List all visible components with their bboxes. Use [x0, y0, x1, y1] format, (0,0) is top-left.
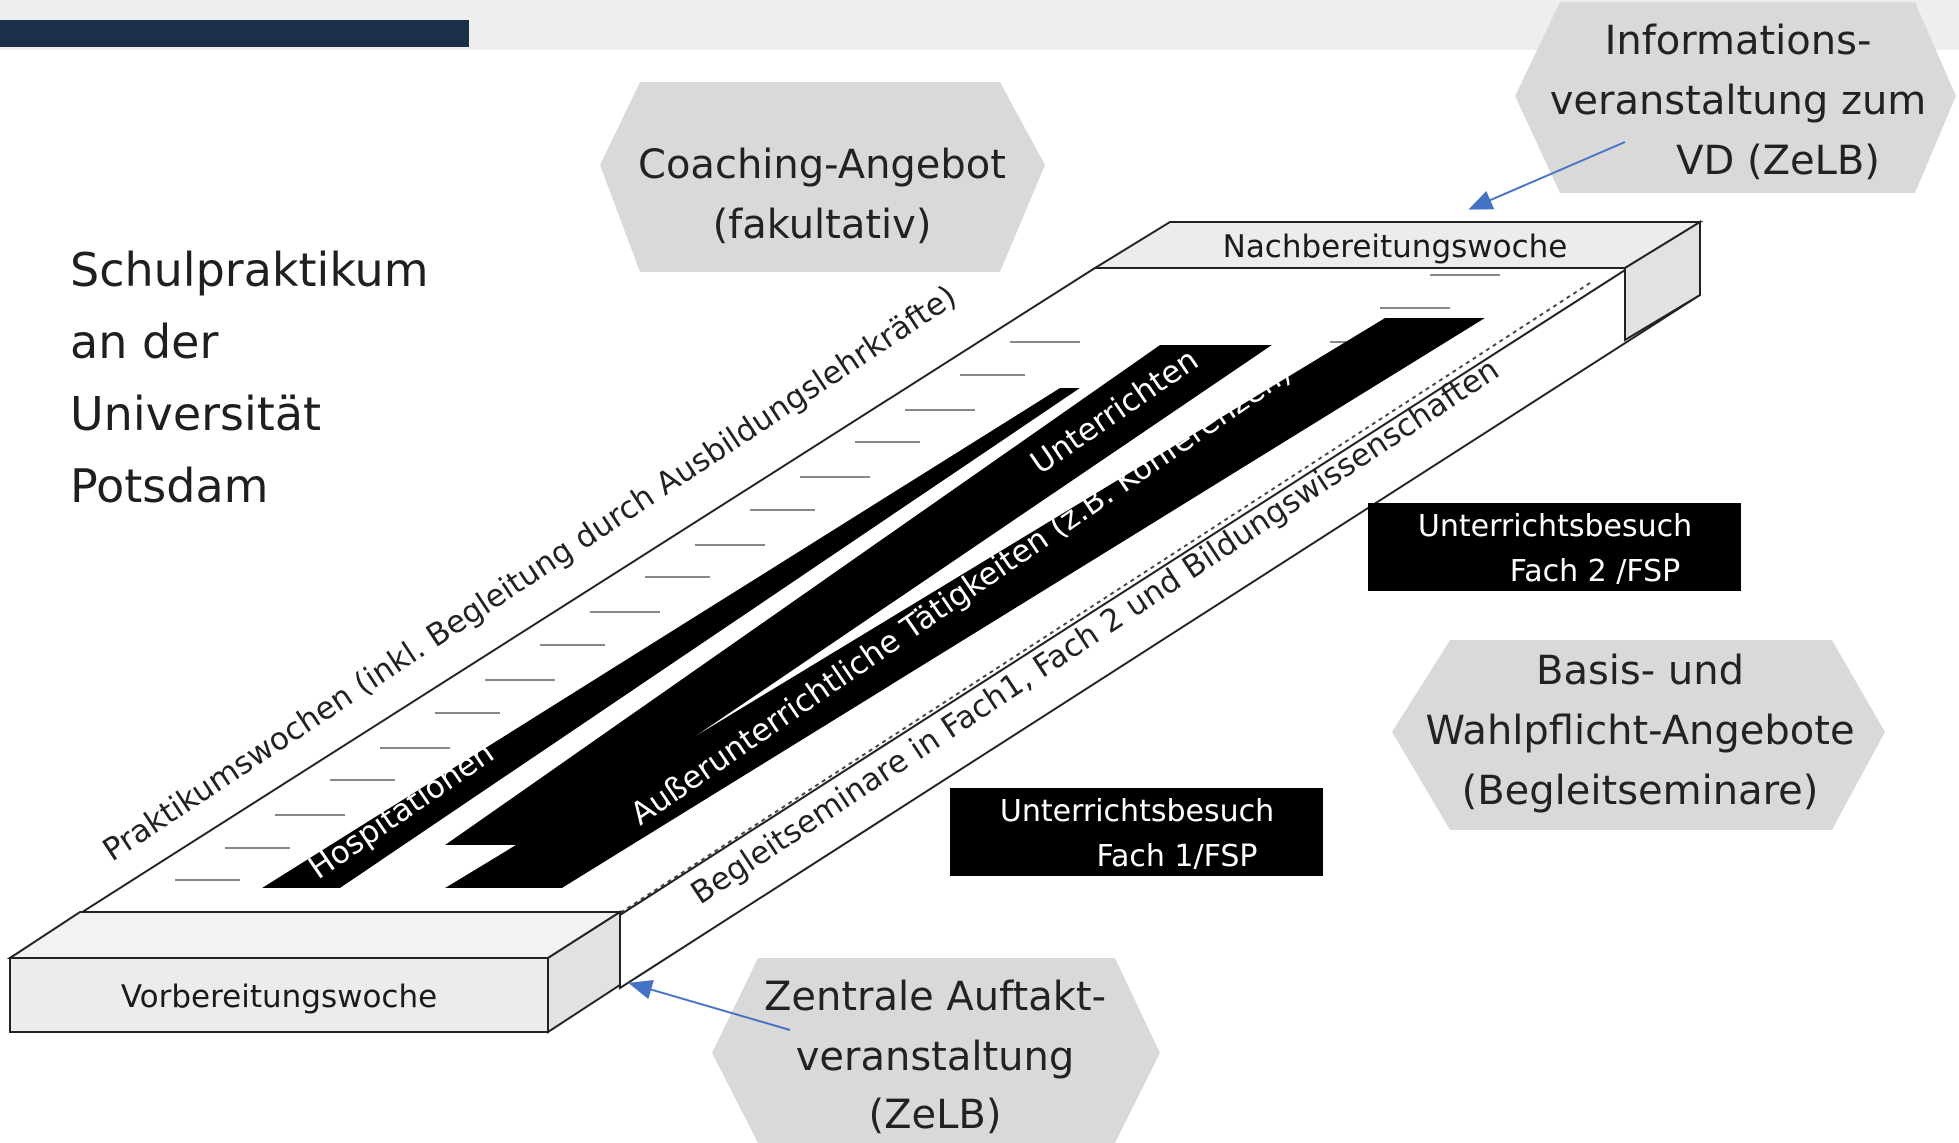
visit-fach1-line1: Unterrichtsbesuch	[1000, 794, 1274, 829]
coaching-line2: (fakultativ)	[713, 202, 932, 248]
title-line-3: Universität	[70, 387, 321, 441]
coaching-line1: Coaching-Angebot	[638, 142, 1006, 188]
ausserunterrichtlich-strip	[445, 318, 1485, 888]
title-line-4: Potsdam	[70, 459, 268, 513]
diagram-title: Schulpraktikum an der Universität Potsda…	[70, 243, 429, 513]
hexagon-basis: Basis- und Wahlpflicht-Angebote (Begleit…	[1392, 640, 1885, 830]
basis-line3: (Begleitseminare)	[1462, 768, 1819, 814]
visit-fach2-line2: Fach 2 /FSP	[1510, 554, 1681, 589]
hexagon-auftakt: Zentrale Auftakt- veranstaltung (ZeLB)	[712, 958, 1160, 1143]
arrow-auftakt	[628, 979, 791, 1031]
visit-fach2: Unterrichtsbesuch Fach 2 /FSP	[1368, 503, 1741, 591]
visit-fach1: Unterrichtsbesuch Fach 1/FSP	[950, 788, 1323, 876]
auftakt-line3: (ZeLB)	[869, 1092, 1002, 1138]
arrow-information	[1468, 141, 1626, 210]
header-accent-bar	[0, 20, 469, 47]
nachbereitung-label: Nachbereitungswoche	[1223, 229, 1568, 265]
auftakt-line1: Zentrale Auftakt-	[764, 974, 1106, 1020]
nachbereitung-block: Nachbereitungswoche	[1091, 220, 1704, 342]
vorbereitung-label: Vorbereitungswoche	[121, 979, 437, 1015]
information-line3: VD (ZeLB)	[1676, 138, 1880, 184]
hexagon-coaching: Coaching-Angebot (fakultativ)	[600, 82, 1045, 272]
information-line2: veranstaltung zum	[1550, 78, 1927, 124]
hexagon-information: Informations- veranstaltung zum VD (ZeLB…	[1515, 2, 1956, 193]
auftakt-line2: veranstaltung	[796, 1034, 1075, 1080]
visit-fach2-line1: Unterrichtsbesuch	[1418, 509, 1692, 544]
title-line-1: Schulpraktikum	[70, 243, 429, 297]
vorbereitung-block: Vorbereitungswoche	[6, 910, 624, 1034]
information-line1: Informations-	[1605, 18, 1872, 64]
basis-line2: Wahlpflicht-Angebote	[1425, 708, 1854, 754]
basis-line1: Basis- und	[1536, 648, 1744, 694]
visit-fach1-line2: Fach 1/FSP	[1097, 839, 1258, 874]
unterrichten-strip	[445, 345, 1272, 845]
hospitationen-strip	[262, 388, 1080, 888]
title-line-2: an der	[70, 315, 218, 369]
